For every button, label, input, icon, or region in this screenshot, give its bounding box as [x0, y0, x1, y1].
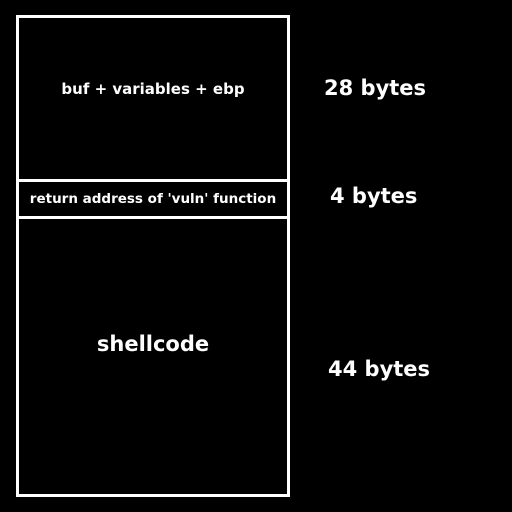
size-label-buf: 28 bytes [324, 76, 427, 100]
size-label-shellcode: 44 bytes [328, 357, 431, 381]
stack-layout-diagram: buf + variables + ebp return address of … [16, 15, 290, 497]
segment-label-shellcode: shellcode [96, 331, 210, 356]
segment-shellcode: shellcode [19, 219, 287, 494]
segment-return-address: return address of 'vuln' function [19, 182, 287, 216]
segment-label-return-address: return address of 'vuln' function [29, 191, 277, 207]
segment-label-buf: buf + variables + ebp [61, 79, 245, 98]
segment-divider [19, 216, 287, 219]
segment-divider [19, 179, 287, 182]
segment-buf-variables-ebp: buf + variables + ebp [19, 18, 287, 179]
size-label-return-address: 4 bytes [330, 184, 418, 208]
